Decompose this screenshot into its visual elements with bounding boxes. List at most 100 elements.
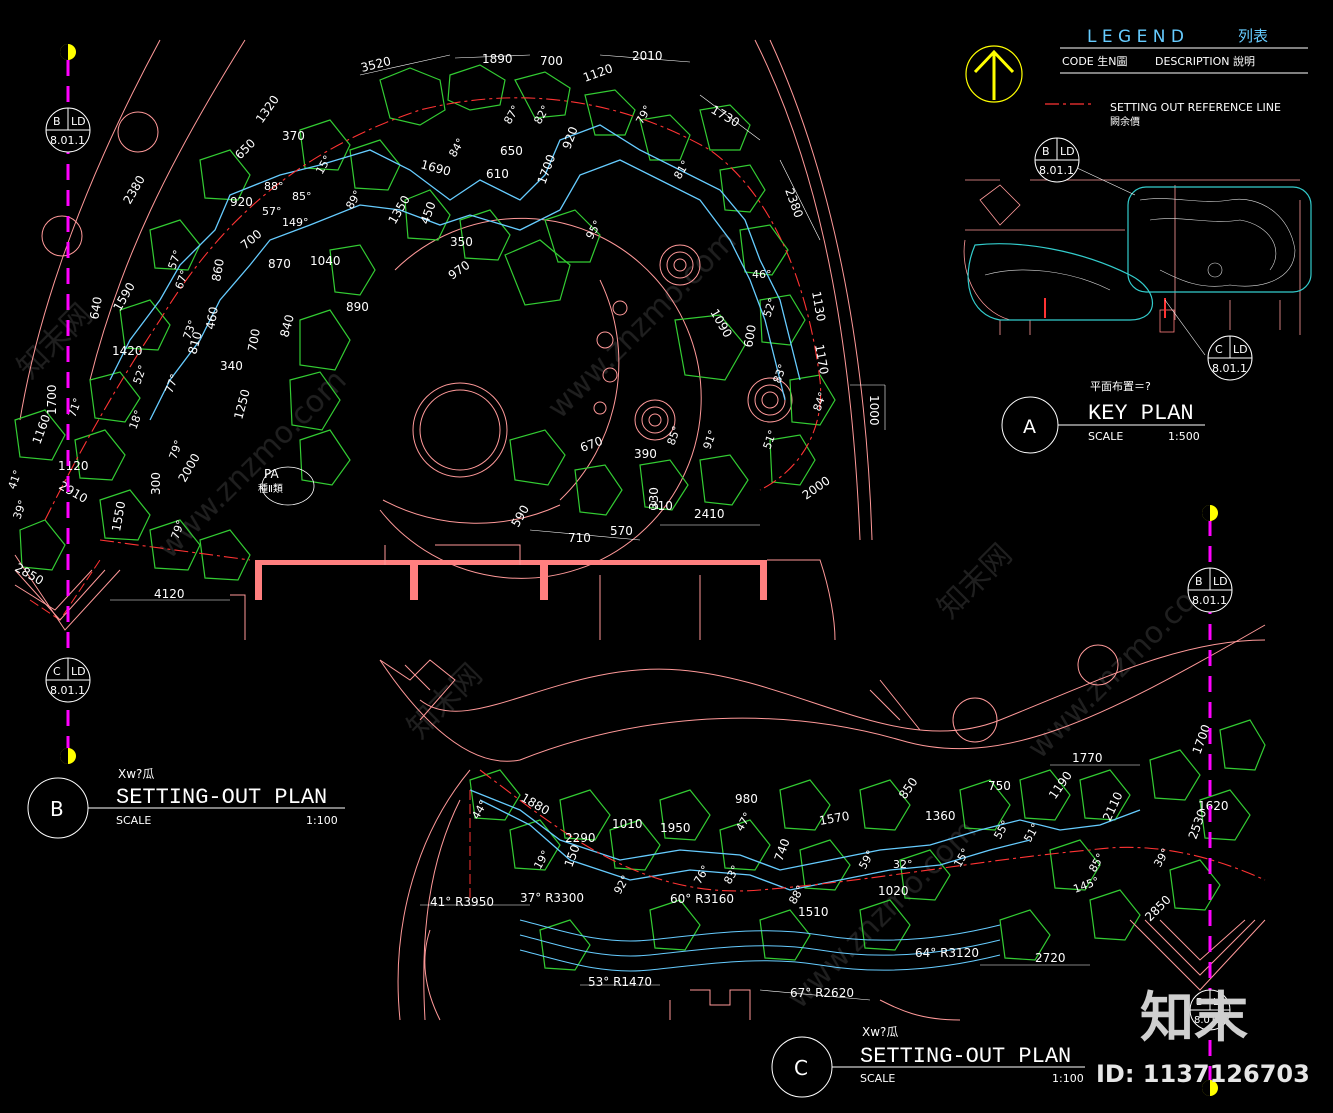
dimension-label: 750	[988, 779, 1011, 793]
marker-sub: LD	[1213, 997, 1227, 1008]
angle-label: 32°	[893, 858, 913, 871]
dimension-label: 1700	[45, 384, 59, 415]
angle-label: 85°	[292, 190, 312, 203]
key-plan-highlight	[967, 186, 1312, 321]
plan-b-letter: B	[50, 797, 64, 821]
dimension-label: 300	[149, 472, 163, 495]
angle-label: 79°	[167, 438, 186, 461]
dimension-label: 840	[277, 313, 296, 339]
section-line-left	[60, 44, 76, 764]
key-plan	[963, 159, 1312, 356]
key-plan-drawing	[963, 179, 1301, 335]
plan-b-hatched-corner	[14, 554, 121, 631]
marker-ref: 8.01.1	[1192, 594, 1227, 607]
dimension-label: 1950	[660, 821, 691, 835]
marker-ref: 8.01.1	[1194, 1015, 1226, 1026]
angle-label: 52°	[761, 296, 780, 319]
plan-c-radius-labels: 41° R3950 37° R3300 60° R3160 53° R1470 …	[430, 891, 979, 1000]
key-plan-detail	[984, 198, 1296, 291]
dimension-label: 1550	[109, 500, 128, 533]
dimension-label: 1510	[798, 905, 829, 919]
dimension-label: 1010	[612, 817, 643, 831]
plan-c-caption: Ⅹw?瓜	[862, 1025, 898, 1039]
plan-c-hatched-corner	[1129, 919, 1266, 991]
legend-item-label-cn: 闕余價	[1110, 115, 1140, 128]
plan-c-path	[469, 769, 1266, 972]
dimension-label: 700	[540, 54, 563, 68]
key-marker-c: C LD 8.01.1	[1207, 335, 1253, 381]
marker-sub: LD	[1213, 575, 1228, 588]
key-plan-letter: A	[1023, 416, 1036, 438]
dimension-label: 1620	[1198, 799, 1229, 813]
angle-label: 88°	[264, 180, 284, 193]
plan-c-letter: C	[794, 1056, 808, 1080]
dimension-label: 350	[450, 235, 473, 249]
marker-sub: LD	[71, 115, 86, 128]
marker-letter: C	[53, 665, 61, 678]
angle-label: 51°	[761, 428, 780, 451]
dimension-label: 610	[486, 167, 509, 181]
plan-b-title: SETTING-OUT PLAN	[116, 785, 327, 810]
section-marker-right-bottom: B LD 8.01.1	[1189, 989, 1231, 1031]
marker-letter: B	[1195, 575, 1203, 588]
angle-label: 149°	[282, 216, 309, 229]
dimension-label: 460	[203, 306, 221, 331]
setting-out-plan-b	[14, 39, 886, 641]
plan-c-dimension-lines	[420, 764, 1140, 1001]
dimension-label: 1770	[1072, 751, 1103, 765]
plant-area-text: 種Ⅱ類	[258, 482, 283, 495]
plan-c-title: SETTING-OUT PLAN	[860, 1044, 1071, 1069]
angle-label: 85°	[665, 424, 684, 447]
section-marker-c-bottom: C LD 8.01.1	[45, 657, 91, 703]
angle-label: 73°	[181, 318, 200, 341]
angle-label: 39°	[11, 498, 30, 521]
marker-letter: B	[1042, 145, 1050, 158]
marker-ref: 8.01.1	[50, 684, 85, 697]
dimension-label: 640	[87, 296, 105, 321]
section-marker-b-top: B LD 8.01.1	[45, 107, 91, 153]
plan-c-scale-value: 1:100	[1052, 1072, 1084, 1085]
dimension-label: 340	[220, 359, 243, 373]
dimension-label: 890	[346, 300, 369, 314]
plan-b-scale-label: SCALE	[116, 814, 151, 827]
angle-label: 57°	[262, 205, 282, 218]
dimension-label: 860	[209, 258, 227, 283]
dimension-label: 920	[230, 195, 253, 209]
dimension-label: 310	[650, 499, 673, 513]
angle-label: 52°	[131, 363, 150, 386]
radius-label: 60° R3160	[670, 892, 734, 906]
angle-label: 91°	[701, 428, 720, 451]
watermark-id: ID: 1137126703	[1096, 1060, 1310, 1088]
dimension-label: 1000	[867, 395, 881, 426]
key-plan-scale-value: 1:500	[1168, 430, 1200, 443]
dimension-label: 1120	[58, 459, 89, 473]
angle-label: 84°	[811, 390, 830, 413]
key-plan-title: KEY PLAN	[1088, 401, 1194, 426]
marker-letter: B	[53, 115, 61, 128]
marker-letter: C	[1215, 343, 1223, 356]
watermark-logo: 知末 ID: 1137126703	[1096, 986, 1310, 1088]
dimension-label: 330	[647, 487, 661, 510]
dimension-label: 1570	[818, 809, 851, 828]
plan-b-building	[230, 544, 836, 641]
plant-area-label: PA 種Ⅱ類	[258, 466, 315, 506]
marker-ref: 8.01.1	[50, 134, 85, 147]
dimension-label: 980	[735, 792, 758, 806]
dimension-label: 1360	[925, 809, 956, 823]
radius-label: 41° R3950	[430, 895, 494, 909]
dimension-label: 570	[610, 524, 633, 538]
legend-title-cn: 列表	[1238, 27, 1268, 45]
dimension-label: 600	[741, 324, 759, 349]
plan-b-caption: Ⅹw?瓜	[118, 767, 154, 781]
plan-b-title-block: B Ⅹw?瓜 SETTING-OUT PLAN SCALE 1:100	[27, 767, 345, 839]
plan-b-dimension-lines	[110, 54, 886, 601]
plant-area-code: PA	[264, 467, 279, 481]
angle-label: 57°	[166, 248, 185, 271]
dimension-label: 650	[500, 144, 523, 158]
angle-label: 67°	[173, 268, 192, 291]
dimension-label: 710	[568, 531, 591, 545]
plan-b-path	[29, 97, 822, 621]
plan-b-scale-value: 1:100	[306, 814, 338, 827]
dimension-label: 2720	[1035, 951, 1066, 965]
